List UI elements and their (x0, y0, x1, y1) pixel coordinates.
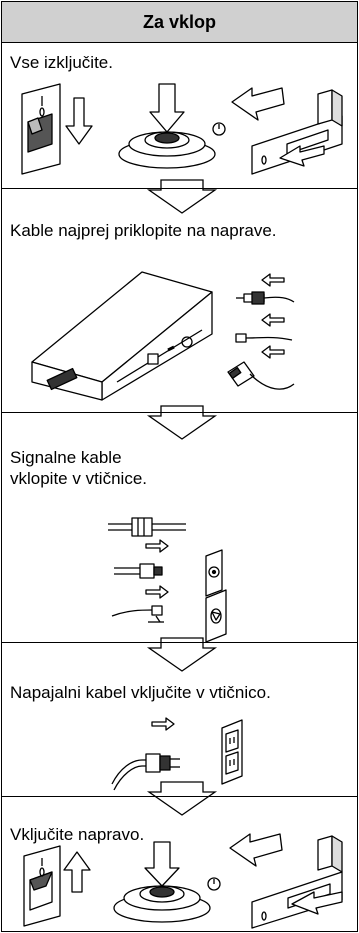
step-connector-arrow (147, 638, 217, 672)
power-cable-illustration (112, 712, 262, 794)
step-connector-arrow (147, 782, 217, 816)
step-1-text: Vse izključite. (10, 53, 113, 72)
step-2-text: Kable najprej priklopite na naprave. (10, 221, 277, 240)
cable-connection-illustration (22, 252, 342, 402)
step-5-text: Vključite napravo. (10, 825, 145, 844)
page-title: Za vklop (2, 2, 357, 43)
divider (2, 412, 357, 413)
step-4-text: Napajalni kabel vključite v vtičnico. (10, 683, 271, 702)
power-on-illustration (12, 812, 352, 928)
step-connector-arrow (147, 406, 217, 440)
step-connector-arrow (147, 180, 217, 214)
divider (2, 642, 357, 643)
divider (2, 188, 357, 189)
signal-cables-illustration (102, 506, 252, 644)
power-off-illustration (12, 74, 352, 186)
step-3-text: Signalne kable vklopite v vtičnice. (10, 448, 147, 488)
divider (2, 796, 357, 797)
